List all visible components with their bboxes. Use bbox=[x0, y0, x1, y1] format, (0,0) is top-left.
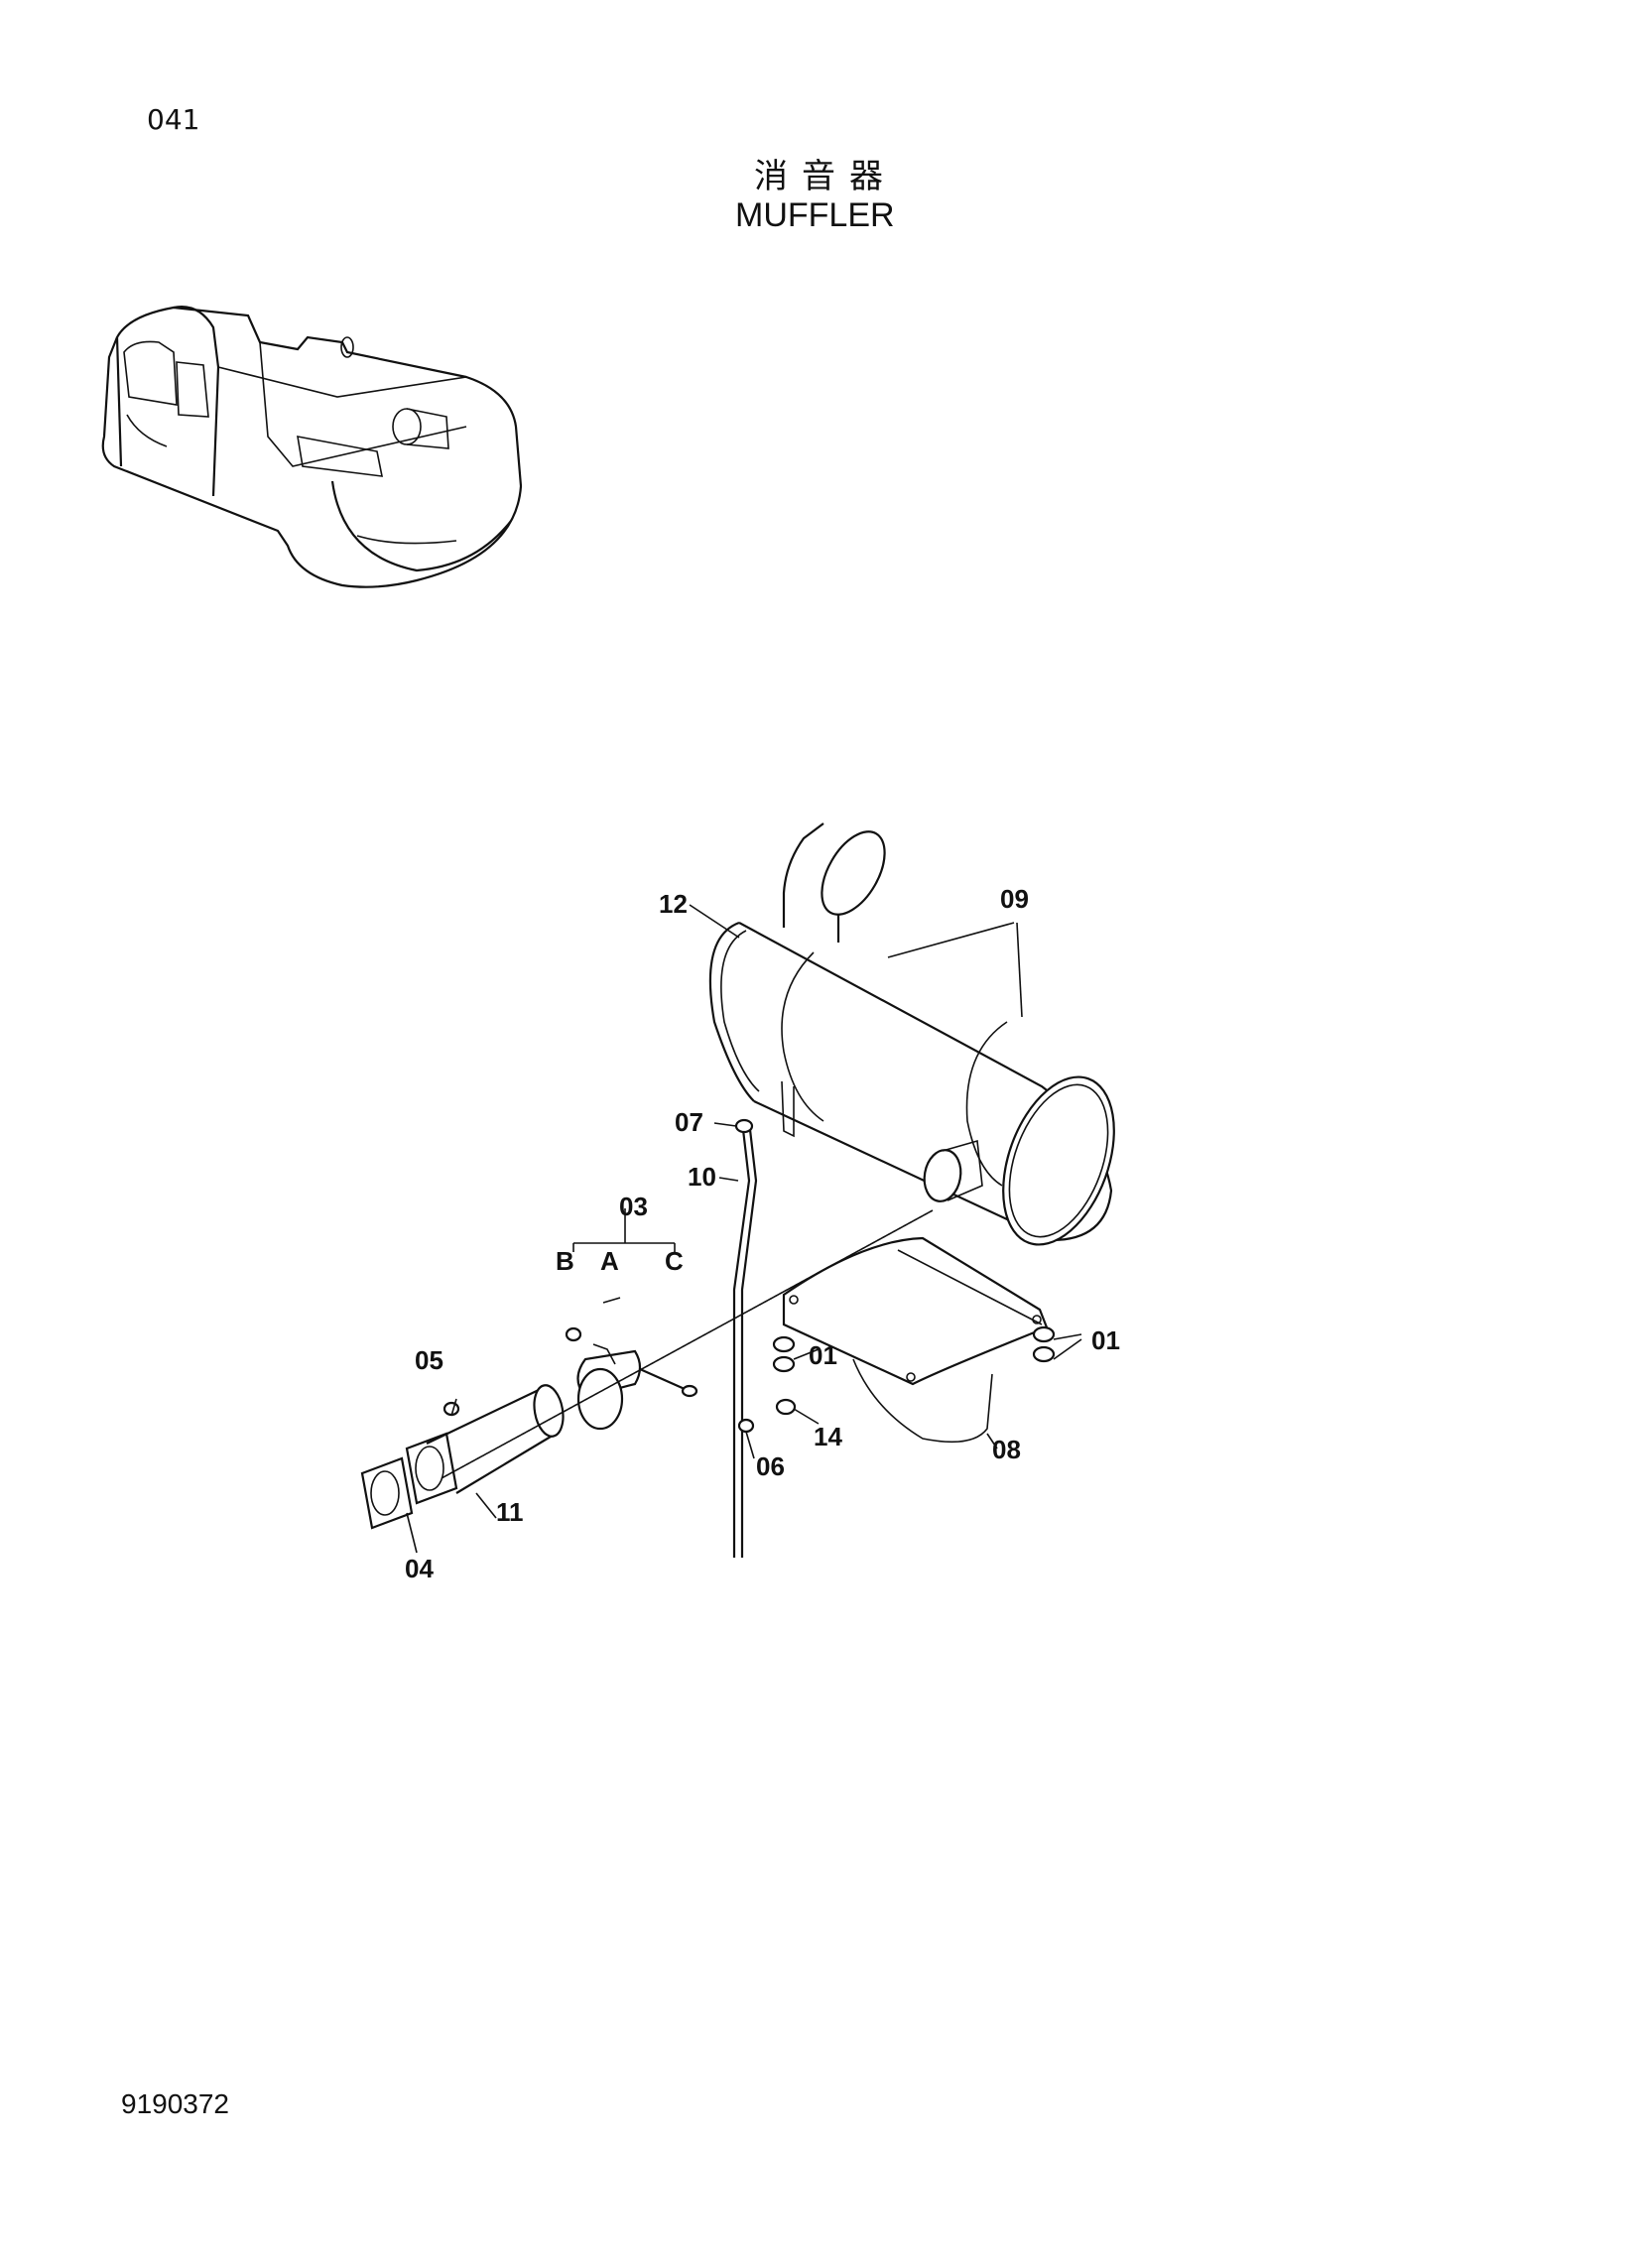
support-rod bbox=[732, 1120, 751, 1558]
callout-sub-c: C bbox=[665, 1246, 684, 1276]
document-number: 9190372 bbox=[121, 2088, 230, 2119]
callout-09: 09 bbox=[1000, 884, 1029, 914]
callout-08: 08 bbox=[992, 1435, 1021, 1464]
callout-03: 03 bbox=[619, 1192, 648, 1221]
callout-07: 07 bbox=[675, 1107, 703, 1137]
excavator-overview-illustration bbox=[101, 306, 523, 588]
callout-12: 12 bbox=[659, 889, 688, 919]
callout-sub-b: B bbox=[556, 1246, 574, 1276]
exhaust-clamp bbox=[576, 1349, 642, 1399]
callout-04: 04 bbox=[405, 1554, 434, 1583]
callout-06: 06 bbox=[756, 1451, 785, 1481]
title-english: MUFFLER bbox=[735, 196, 895, 234]
callout-11: 11 bbox=[496, 1497, 524, 1527]
title-chinese: 消音器 bbox=[754, 157, 897, 196]
callout-sub-a: A bbox=[600, 1246, 619, 1276]
callout-10: 10 bbox=[688, 1162, 716, 1192]
callout-01-left: 01 bbox=[809, 1340, 837, 1370]
callout-05: 05 bbox=[415, 1345, 443, 1375]
gasket-flange bbox=[405, 1432, 458, 1505]
page-number: 041 bbox=[147, 103, 200, 136]
muffler-assembly-drawing bbox=[360, 822, 1115, 1558]
callout-01-right: 01 bbox=[1091, 1325, 1120, 1355]
callout-14: 14 bbox=[814, 1422, 842, 1451]
